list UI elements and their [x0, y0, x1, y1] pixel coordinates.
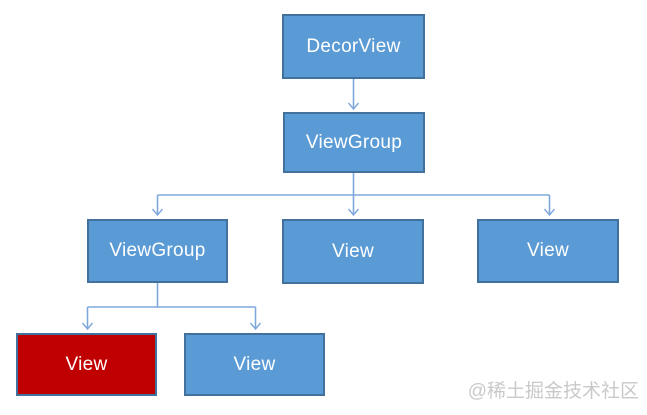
node-decorview: DecorView	[282, 14, 425, 79]
node-viewgroup-level3: ViewGroup	[87, 219, 228, 283]
watermark-text: @稀土掘金技术社区	[467, 381, 639, 402]
node-viewgroup-level2: ViewGroup	[283, 112, 425, 173]
node-view-level3-right: View	[477, 219, 619, 283]
node-view-level4: View	[184, 333, 325, 396]
node-view-level3-middle: View	[282, 219, 424, 284]
node-view-level4-highlighted: View	[16, 333, 157, 396]
